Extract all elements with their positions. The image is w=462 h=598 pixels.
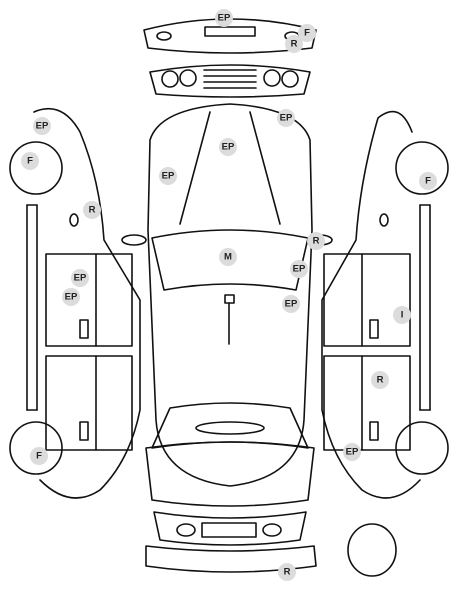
svg-text:R: R (284, 567, 291, 578)
damage-marker[interactable]: R (371, 371, 389, 389)
svg-text:EP: EP (280, 113, 293, 124)
damage-marker[interactable]: EP (282, 295, 300, 313)
svg-text:EP: EP (65, 292, 78, 303)
left-front-wheel[interactable] (9, 141, 63, 195)
damage-marker[interactable]: EP (33, 117, 51, 135)
damage-marker[interactable]: R (285, 35, 303, 53)
svg-text:R: R (377, 375, 384, 386)
rear-bumper[interactable] (145, 545, 317, 573)
damage-marker[interactable]: EP (215, 9, 233, 27)
svg-text:EP: EP (36, 121, 49, 132)
damage-marker[interactable]: R (83, 201, 101, 219)
svg-text:EP: EP (293, 264, 306, 275)
damage-marker[interactable]: F (30, 447, 48, 465)
damage-marker[interactable]: EP (71, 269, 89, 287)
svg-text:F: F (36, 451, 42, 462)
rear-panel[interactable] (153, 511, 307, 546)
svg-text:R: R (89, 205, 96, 216)
right-front-wheel[interactable] (395, 141, 449, 195)
front-grille[interactable] (149, 64, 311, 98)
svg-text:M: M (224, 252, 232, 263)
left-side-body[interactable] (26, 107, 141, 499)
damage-marker[interactable]: F (21, 152, 39, 170)
svg-text:I: I (401, 310, 404, 321)
damage-markers: EP F R EP EP EP EP F F R R M EP EP EP EP… (21, 9, 437, 581)
svg-text:EP: EP (285, 299, 298, 310)
svg-text:F: F (304, 28, 310, 39)
spare-wheel[interactable] (347, 523, 397, 577)
right-rear-wheel[interactable] (395, 421, 449, 475)
damage-marker[interactable]: EP (159, 167, 177, 185)
svg-text:R: R (313, 236, 320, 247)
damage-marker[interactable]: R (278, 563, 296, 581)
svg-text:EP: EP (218, 13, 231, 24)
damage-marker[interactable]: EP (62, 288, 80, 306)
damage-marker[interactable]: EP (290, 260, 308, 278)
svg-text:EP: EP (346, 447, 359, 458)
svg-text:F: F (27, 156, 33, 167)
right-side-body[interactable] (321, 110, 431, 499)
left-mirror[interactable] (121, 234, 147, 246)
svg-text:EP: EP (162, 171, 175, 182)
svg-text:F: F (425, 176, 431, 187)
damage-marker[interactable]: EP (277, 109, 295, 127)
damage-marker[interactable]: M (219, 248, 237, 266)
left-rear-wheel[interactable] (9, 421, 63, 475)
damage-marker[interactable]: F (298, 24, 316, 42)
damage-marker[interactable]: F (419, 172, 437, 190)
damage-marker[interactable]: I (393, 306, 411, 324)
damage-marker[interactable]: EP (343, 443, 361, 461)
svg-text:R: R (291, 39, 298, 50)
damage-marker[interactable]: EP (219, 138, 237, 156)
damage-marker[interactable]: R (307, 232, 325, 250)
svg-text:EP: EP (74, 273, 87, 284)
svg-text:EP: EP (222, 142, 235, 153)
